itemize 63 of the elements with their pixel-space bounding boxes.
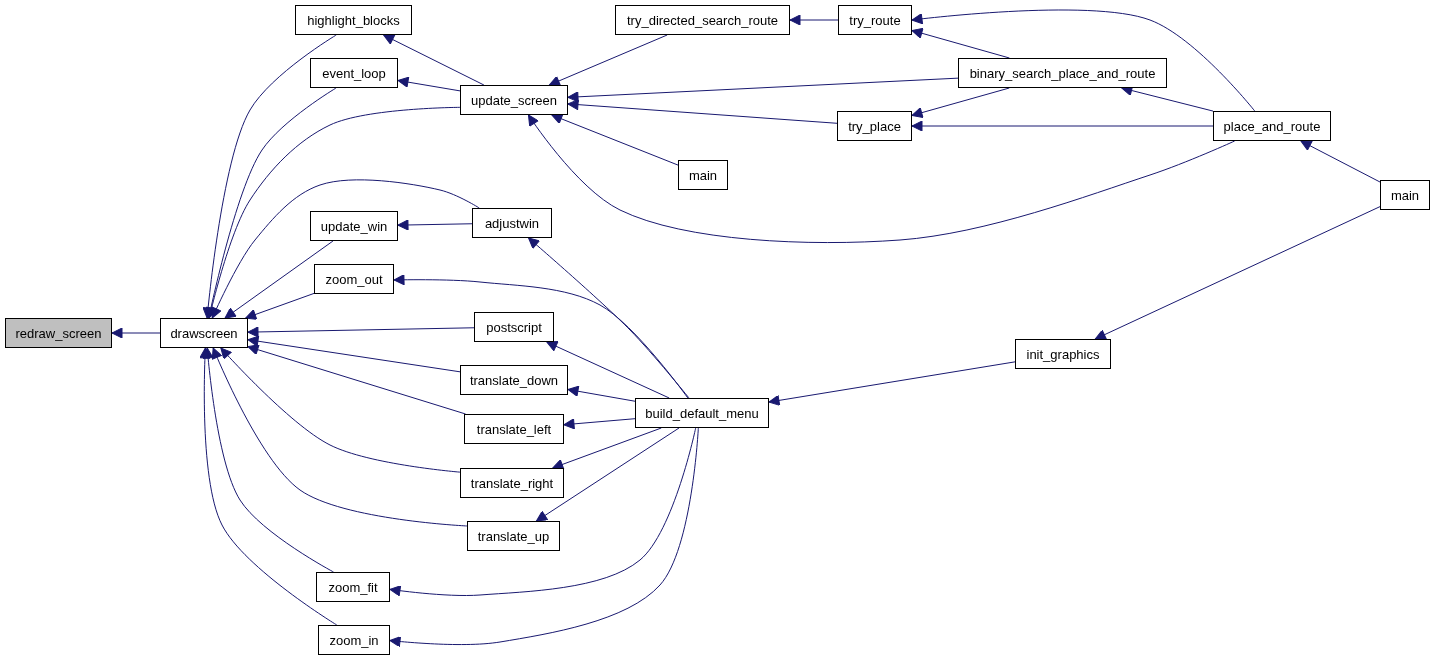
call-arrow bbox=[205, 87, 337, 319]
function-box: update_screen bbox=[460, 85, 568, 115]
call-arrow bbox=[397, 76, 461, 92]
function-box: update_win bbox=[310, 211, 398, 241]
function-box: translate_right bbox=[460, 468, 564, 498]
function-box: try_directed_search_route bbox=[615, 5, 790, 35]
call-arrow bbox=[211, 179, 480, 319]
function-box: redraw_screen bbox=[5, 318, 112, 348]
call-arrow bbox=[206, 106, 461, 319]
call-arrow bbox=[111, 327, 161, 339]
call-arrow bbox=[247, 335, 461, 373]
function-box: place_and_route bbox=[1213, 111, 1331, 141]
call-arrow bbox=[527, 114, 1236, 244]
call-arrow bbox=[393, 274, 689, 399]
call-arrow bbox=[567, 385, 636, 402]
function-box: zoom_fit bbox=[316, 572, 390, 602]
call-arrow bbox=[1094, 206, 1381, 340]
call-arrow bbox=[548, 34, 668, 87]
call-arrow bbox=[552, 427, 662, 470]
call-arrow bbox=[1300, 140, 1381, 183]
call-arrow bbox=[220, 347, 461, 473]
call-arrow bbox=[551, 113, 679, 166]
call-arrow bbox=[247, 326, 475, 338]
call-arrow bbox=[528, 237, 690, 399]
function-box: try_place bbox=[837, 111, 912, 141]
call-arrow bbox=[567, 99, 838, 124]
call-arrow bbox=[911, 87, 1010, 119]
call-arrow bbox=[911, 120, 1214, 132]
function-box: event_loop bbox=[310, 58, 398, 88]
call-arrow bbox=[211, 347, 468, 527]
function-box: highlight_blocks bbox=[295, 5, 412, 35]
function-box: drawscreen bbox=[160, 318, 248, 348]
call-arrow bbox=[563, 418, 636, 430]
call-arrow bbox=[389, 427, 699, 648]
call-arrow bbox=[546, 341, 670, 399]
call-arrow bbox=[768, 361, 1016, 406]
call-arrow bbox=[389, 427, 697, 597]
call-arrow bbox=[789, 14, 839, 26]
call-arrow bbox=[199, 347, 338, 626]
function-box: binary_search_place_and_route bbox=[958, 58, 1167, 88]
call-arrow bbox=[383, 34, 485, 86]
call-arrow bbox=[911, 9, 1256, 112]
call-arrow bbox=[567, 77, 959, 103]
call-arrow bbox=[202, 347, 334, 573]
call-arrow bbox=[536, 427, 680, 522]
call-arrow bbox=[247, 344, 467, 415]
function-box: main bbox=[1380, 180, 1430, 210]
call-arrow bbox=[911, 27, 1010, 59]
call-arrow bbox=[202, 34, 337, 319]
call-arrow bbox=[397, 219, 473, 231]
function-box: translate_down bbox=[460, 365, 568, 395]
function-box: zoom_in bbox=[318, 625, 390, 655]
function-box: try_route bbox=[838, 5, 912, 35]
call-arrow bbox=[245, 292, 315, 320]
function-box: init_graphics bbox=[1015, 339, 1111, 369]
function-box: translate_left bbox=[464, 414, 564, 444]
function-box: zoom_out bbox=[314, 264, 394, 294]
call-arrow bbox=[224, 240, 334, 319]
function-box: build_default_menu bbox=[635, 398, 769, 428]
function-box: adjustwin bbox=[472, 208, 552, 238]
function-box: postscript bbox=[474, 312, 554, 342]
function-box: translate_up bbox=[467, 521, 560, 551]
function-box: main bbox=[678, 160, 728, 190]
